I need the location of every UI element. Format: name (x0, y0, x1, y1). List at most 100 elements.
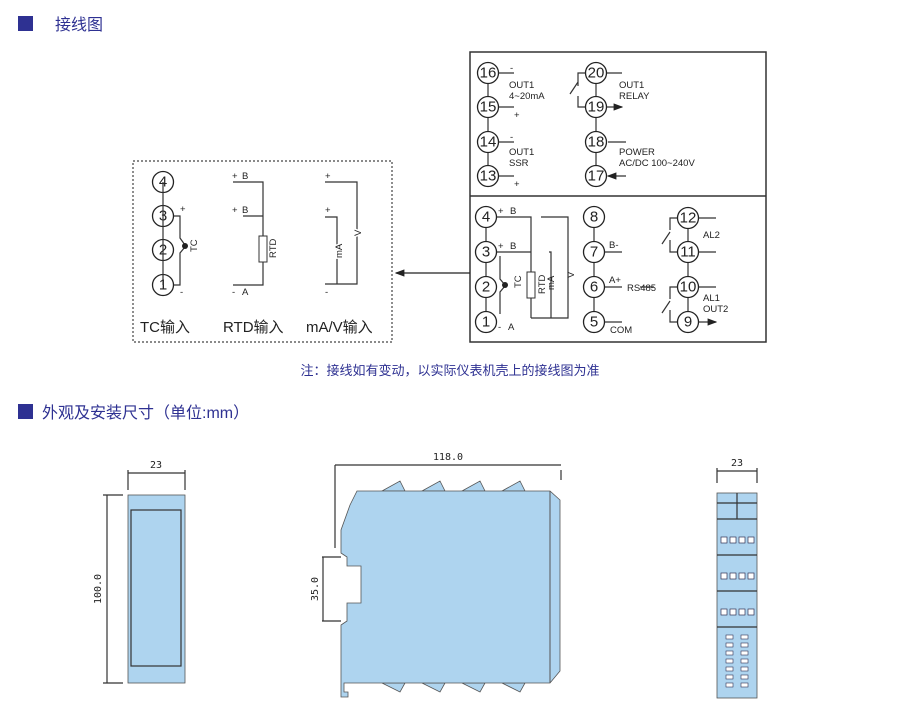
ma-label: mA (334, 243, 345, 258)
terminal-circle (676, 310, 700, 334)
terminal-circle (474, 275, 498, 299)
terminal-slot (747, 608, 755, 616)
v-label: V (353, 229, 364, 236)
terminal-circle (476, 95, 500, 119)
terminal-circle (476, 61, 500, 85)
terminal-number: 17 (588, 168, 605, 185)
front-view-drawing: 23 100.0 (93, 460, 186, 684)
out1-label: OUT1 (509, 80, 534, 91)
terminal-number: 19 (588, 99, 605, 116)
minus-sign: - (180, 287, 183, 298)
end-view-drawing: 23 (716, 458, 758, 699)
tc-input-label: TC输入 (140, 319, 190, 336)
vent-slot (725, 658, 734, 664)
terminal-number: 13 (480, 168, 497, 185)
section-header-dimensions: 外观及安装尺寸（单位:mm） (18, 399, 249, 423)
terminal-circle (474, 205, 498, 229)
side-length-dimension: 118.0 (433, 452, 463, 463)
wiring-note: 注：接线如有变动，以实际仪表机壳上的接线图为准 (300, 363, 600, 378)
b-minus-label: B- (609, 240, 619, 251)
terminal-number: 1 (482, 314, 490, 331)
plus-sign: + (514, 110, 520, 121)
a-label: A (508, 322, 515, 333)
terminal-number: 2 (482, 279, 490, 296)
terminal-number: 16 (480, 65, 497, 82)
b-label: B (242, 205, 248, 216)
relay-label: RELAY (619, 91, 650, 102)
terminal-slot (720, 536, 728, 544)
tc-label: TC (189, 239, 200, 252)
v-label: V (566, 271, 577, 278)
plus-sign: + (498, 206, 504, 217)
terminal-number: 6 (590, 279, 598, 296)
bullet-square-icon (18, 15, 33, 31)
vent-slot (740, 666, 749, 672)
minus-sign: - (498, 322, 501, 333)
power-label: POWER (619, 147, 655, 158)
minus-sign: - (325, 287, 328, 298)
minus-sign: - (510, 132, 513, 143)
section-title: 接线图 (55, 17, 104, 34)
terminal-circle (582, 275, 606, 299)
input-types-box: + - TC + B + B - A RTD + + - mA V TC输入 R… (132, 160, 393, 343)
end-width-dimension: 23 (731, 458, 743, 469)
terminal-number: 18 (588, 134, 605, 151)
b-label: B (510, 206, 516, 217)
terminal-number: 7 (590, 244, 598, 261)
plus-sign: + (325, 171, 331, 182)
vent-slot (740, 674, 749, 680)
terminal-number: 15 (480, 99, 497, 116)
terminal-number: 9 (684, 314, 692, 331)
terminal-block: - + - + OUT1 4~20mA OUT1 SSR OUT1 RELAY … (469, 51, 767, 343)
plus-sign: + (498, 241, 504, 252)
vent-slot (740, 650, 749, 656)
terminal-circle (584, 95, 608, 119)
terminal-circle (476, 130, 500, 154)
al1-label: AL1 (703, 293, 720, 304)
tc-label: TC (513, 275, 524, 288)
terminal-slot (747, 536, 755, 544)
terminal-number: 20 (588, 65, 605, 82)
rs485-label: RS485 (627, 283, 656, 294)
terminal-circle (676, 240, 700, 264)
terminal-number: 5 (590, 314, 598, 331)
out1-label: OUT1 (509, 147, 534, 158)
terminal-circle (582, 205, 606, 229)
ma-v-input-label: mA/V输入 (306, 319, 373, 336)
terminal-circle (582, 310, 606, 334)
vent-slot (725, 666, 734, 672)
front-width-dimension: 23 (150, 460, 162, 471)
b-label: B (510, 241, 516, 252)
terminal-number: 3 (482, 244, 490, 261)
ma-label: mA (546, 275, 557, 290)
vent-slot (740, 682, 749, 688)
vent-slot (725, 642, 734, 648)
rail-height-dimension: 35.0 (310, 577, 321, 601)
terminal-number: 10 (680, 279, 697, 296)
terminal-number: 8 (590, 209, 598, 226)
terminal-slot (729, 536, 737, 544)
terminal-slot (720, 572, 728, 580)
vent-slot (740, 634, 749, 640)
al2-label: AL2 (703, 230, 720, 241)
terminal-slot (720, 608, 728, 616)
front-height-dimension: 100.0 (93, 574, 104, 604)
terminal-circle (582, 240, 606, 264)
com-label: COM (610, 325, 632, 336)
terminal-circle (676, 206, 700, 230)
terminal-slot (738, 608, 746, 616)
terminal-number: 11 (680, 244, 696, 261)
out1-label: OUT1 (619, 80, 644, 91)
terminal-circle (584, 130, 608, 154)
terminal-slot (738, 572, 746, 580)
vent-slot (740, 642, 749, 648)
terminal-slot (738, 536, 746, 544)
terminal-circle (584, 61, 608, 85)
plus-sign: + (232, 171, 238, 182)
terminal-number: 12 (680, 210, 697, 227)
a-label: A (242, 287, 249, 298)
rtd-label: RTD (268, 239, 279, 258)
bullet-square-icon (18, 403, 33, 419)
minus-sign: - (232, 287, 235, 298)
terminal-circle (584, 164, 608, 188)
